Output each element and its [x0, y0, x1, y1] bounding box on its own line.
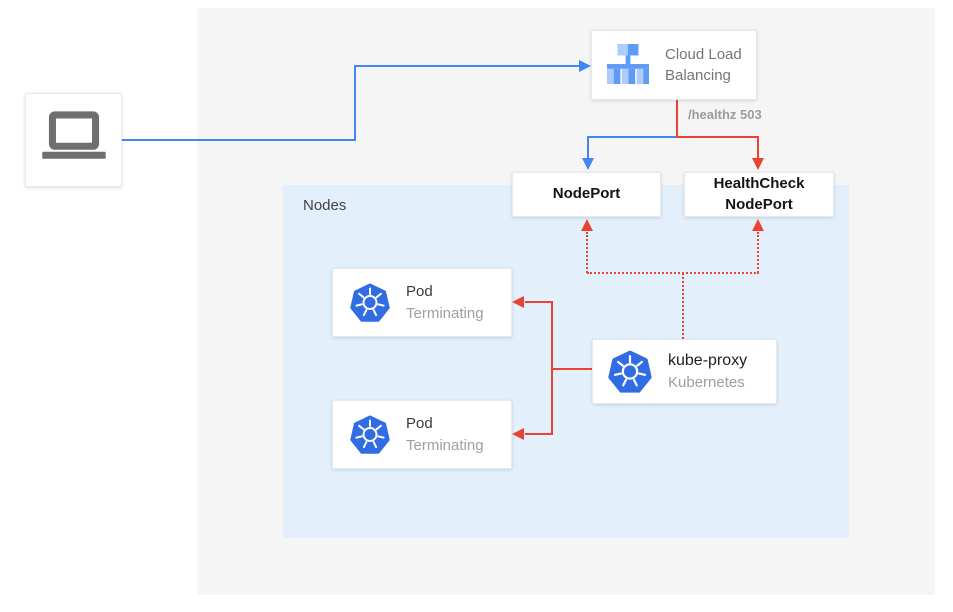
- cloud-load-balancing-icon: [607, 44, 649, 85]
- kube-proxy-title: kube-proxy: [668, 352, 748, 370]
- pod1-text: Pod Terminating: [406, 281, 484, 325]
- clb-to-nodeport-line-segment: [587, 136, 678, 138]
- kubeproxy-dotted-line-segment: [682, 273, 684, 339]
- healthcheck-nodeport-node: HealthCheck NodePort: [684, 172, 834, 217]
- clb-to-nodeport-line-segment: [587, 138, 589, 160]
- arrowhead-into-clb: [579, 60, 591, 72]
- nodeport-label: NodePort: [552, 185, 621, 203]
- healthcheck-nodeport-label: HealthCheck NodePort: [713, 175, 805, 213]
- kubeproxy-to-pods-line-segment: [551, 368, 592, 370]
- clb-to-healthcheck-line-segment: [757, 138, 759, 160]
- arrowhead-into-pod1: [512, 296, 524, 308]
- kubeproxy-dotted-line-segment: [586, 232, 588, 273]
- arrowhead-into-pod2: [512, 428, 524, 440]
- client-node: [25, 93, 122, 187]
- nodeport-node: NodePort: [512, 172, 661, 217]
- client-to-clb-line-segment: [122, 139, 355, 141]
- dotted-arrowhead-into-healthcheck-nodeport: [752, 219, 764, 231]
- dotted-arrowhead-into-nodeport: [581, 219, 593, 231]
- kube-proxy-subtitle: Kubernetes: [668, 374, 745, 392]
- clb-healthcheck-line-segment: [676, 100, 678, 138]
- kubeproxy-dotted-line-segment: [587, 272, 759, 274]
- kubernetes-icon: [350, 283, 390, 322]
- arrowhead-into-nodeport: [582, 158, 594, 170]
- kubeproxy-to-pod2-line-segment: [525, 433, 553, 435]
- kubernetes-icon: [350, 415, 390, 454]
- pod-terminating-node-1: Pod Terminating: [332, 268, 512, 337]
- cloud-load-balancing-label: Cloud Load Balancing: [665, 46, 742, 84]
- healthz-status-annotation: /healthz 503: [688, 107, 762, 122]
- kubeproxy-to-pod1-line-segment: [525, 301, 553, 303]
- client-to-clb-line-segment: [354, 65, 356, 141]
- pod2-text: Pod Terminating: [406, 413, 484, 457]
- pod2-title: Pod: [406, 414, 433, 432]
- pod2-status: Terminating: [406, 436, 484, 454]
- kube-proxy-node: kube-proxy Kubernetes: [592, 339, 777, 404]
- arrowhead-into-healthcheck-nodeport: [752, 158, 764, 170]
- cloud-load-balancing-node: Cloud Load Balancing: [591, 30, 757, 100]
- client-to-clb-line-segment: [354, 65, 580, 67]
- kubeproxy-to-pods-line-segment: [551, 301, 553, 435]
- kube-proxy-text: kube-proxy Kubernetes: [668, 349, 747, 394]
- laptop-icon: [41, 111, 106, 159]
- pod-terminating-node-2: Pod Terminating: [332, 400, 512, 469]
- pod1-title: Pod: [406, 282, 433, 300]
- clb-to-healthcheck-line-segment: [676, 136, 759, 138]
- kubernetes-icon: [608, 350, 652, 393]
- nodes-group-label: Nodes: [303, 197, 347, 214]
- kubeproxy-dotted-line-segment: [757, 232, 759, 273]
- pod1-status: Terminating: [406, 304, 484, 322]
